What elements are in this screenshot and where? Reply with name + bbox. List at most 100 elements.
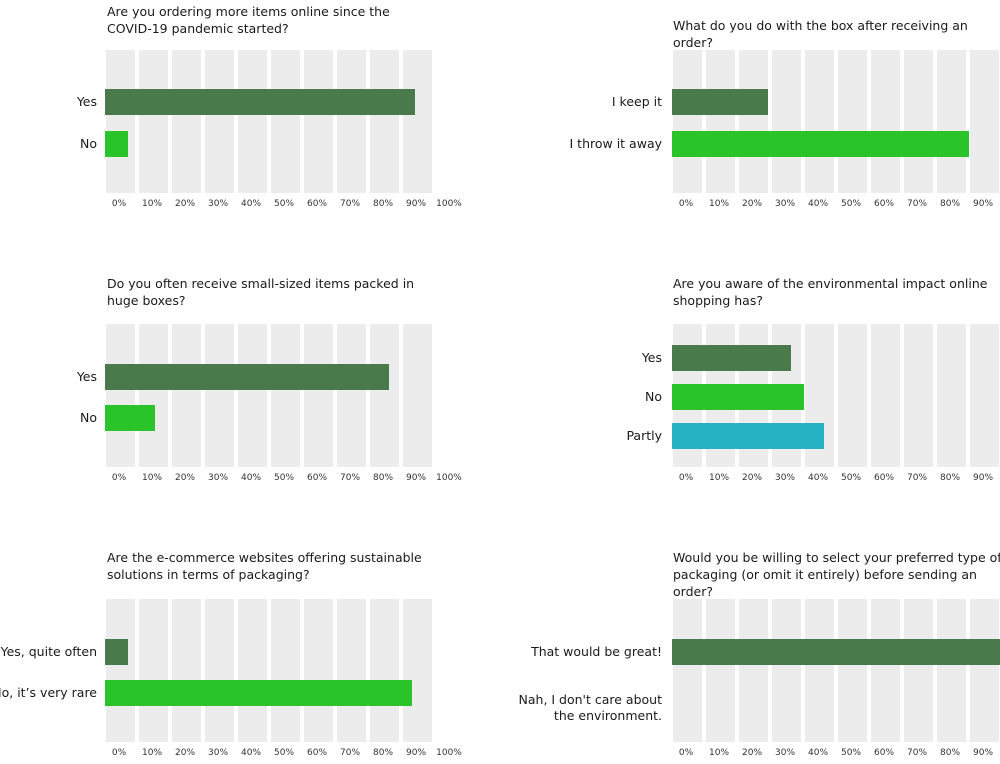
x-tick-label: 90% [972,748,994,758]
chart-panel: Are you aware of the environmental impac… [500,0,1000,764]
x-tick-label: 90% [405,473,427,483]
bar [105,131,129,157]
category-label: That would be great! [531,644,662,659]
grid-column [805,50,834,193]
chart-title: Are you ordering more items online since… [107,4,390,36]
grid-column [370,50,399,193]
chart-title: Would you be willing to select your pref… [673,550,1000,599]
grid-column [304,599,333,742]
bar [672,89,768,115]
grid-column [805,599,834,742]
chart-panel: What do you do with the box after receiv… [500,0,1000,764]
x-tick-label: 20% [741,748,763,758]
x-tick-label: 40% [240,473,262,483]
category-label: No [80,410,97,425]
x-tick-label: 0% [678,199,694,209]
category-label: Yes, quite often [0,644,97,659]
grid-column [937,50,966,193]
x-tick-label: 30% [774,748,796,758]
grid-column [172,599,201,742]
grid-column [403,324,432,467]
grid-column [937,599,966,742]
x-tick-label: 40% [240,199,262,209]
bar [672,639,1000,665]
chart-panel: Do you often receive small-sized items p… [76,276,462,483]
grid-column [271,599,300,742]
x-tick-label: 60% [873,473,895,483]
category-label: No, it’s very rare [0,685,97,700]
grid-column [238,599,267,742]
chart-panel: Would you be willing to select your pref… [500,0,1000,764]
bar [672,345,791,371]
category-label: No [645,389,662,404]
x-tick-label: 10% [708,748,730,758]
grid-column [337,599,366,742]
category-label: I throw it away [569,136,662,151]
x-tick-label: 10% [141,748,163,758]
x-tick-label: 80% [939,473,961,483]
x-tick-label: 80% [372,199,394,209]
grid-column [871,50,900,193]
x-tick-label: 10% [708,473,730,483]
grid-column [871,599,900,742]
grid-column [871,324,900,467]
x-tick-label: 70% [906,748,928,758]
x-tick-label: 60% [306,473,328,483]
x-tick-label: 20% [174,199,196,209]
x-tick-label: 30% [774,473,796,483]
grid-column [139,50,168,193]
x-tick-label: 70% [339,199,361,209]
grid-column [673,599,702,742]
grid-column [172,324,201,467]
grid-column [739,50,768,193]
category-label: Yes [641,350,662,365]
grid-column [970,50,999,193]
grid-column [904,599,933,742]
x-tick-label: 50% [840,199,862,209]
category-label: Yes [76,94,97,109]
x-tick-label: 90% [405,199,427,209]
grid-column [271,50,300,193]
x-tick-label: 50% [273,199,295,209]
x-tick-label: 80% [939,748,961,758]
x-tick-label: 70% [339,748,361,758]
x-tick-label: 40% [807,199,829,209]
grid-column [403,50,432,193]
bar [105,89,416,115]
x-tick-label: 20% [174,748,196,758]
x-tick-label: 0% [111,199,127,209]
grid-column [238,50,267,193]
grid-column [106,599,135,742]
grid-column [937,324,966,467]
x-tick-label: 70% [906,473,928,483]
x-tick-label: 100% [436,748,462,758]
x-tick-label: 60% [306,199,328,209]
grid-column [739,599,768,742]
grid-column [772,50,801,193]
x-tick-label: 90% [972,473,994,483]
category-label: Nah, I don't care about the environment. [518,692,662,723]
grid-column [238,324,267,467]
x-tick-label: 80% [372,748,394,758]
x-tick-label: 60% [873,748,895,758]
grid-column [205,324,234,467]
category-label: Yes [76,369,97,384]
grid-column [838,599,867,742]
category-label: Partly [626,428,662,443]
grid-column [106,324,135,467]
bar [105,405,155,431]
chart-title: Are the e-commerce websites offering sus… [107,550,422,582]
grid-column [904,50,933,193]
grid-column [838,50,867,193]
grid-column [139,324,168,467]
grid-column [673,50,702,193]
bar [105,639,129,665]
grid-column [970,599,999,742]
x-tick-label: 30% [207,748,229,758]
x-tick-label: 70% [906,199,928,209]
x-tick-label: 40% [240,748,262,758]
chart-panel: Are you ordering more items online since… [76,4,462,209]
x-tick-label: 10% [141,199,163,209]
x-tick-label: 90% [405,748,427,758]
x-tick-label: 0% [111,748,127,758]
